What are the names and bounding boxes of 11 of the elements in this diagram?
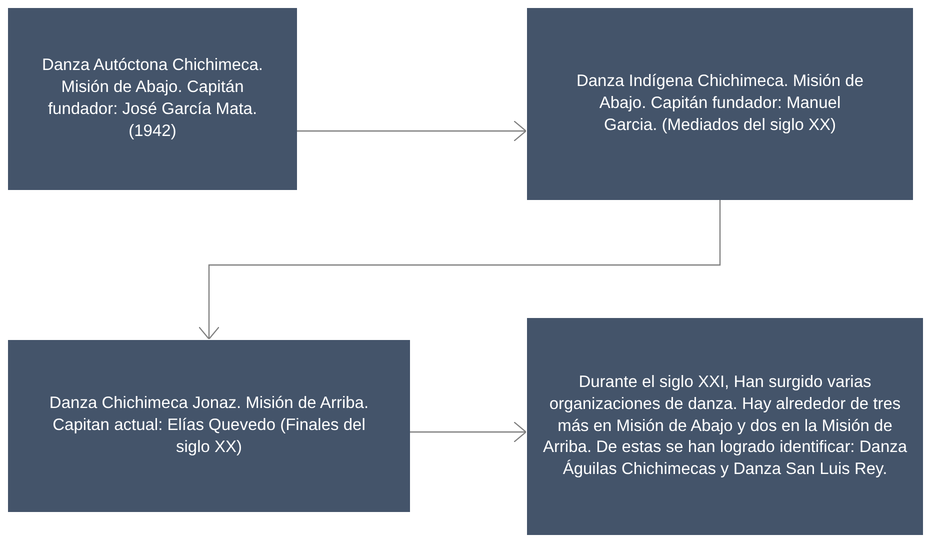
box-text: Danza Autóctona Chichimeca. Misión de Abajo. Capitán fundador: José García Mata. (1942)	[40, 55, 264, 142]
process-box	[8, 340, 410, 512]
arrow	[410, 421, 527, 443]
arrow	[297, 120, 527, 142]
arrow	[198, 200, 721, 340]
box-text: Danza Chichimeca Jonaz. Misión de Arriba. Capitan actual: Elías Quevedo (Finales del siglo XX)	[48, 393, 370, 458]
box-text: Durante el siglo XXI, Han surgido varias organizaciones de danza. Hay alrededor de tres más en Misión de Abajo y dos en la Misión de Arriba. De estas se han logrado identificar: Danza Águilas Chichimecas y Danza San Luis Rey.	[542, 372, 908, 480]
box-text: Danza Indígena Chichimeca. Misión de Abajo. Capitán fundador: Manuel Garcia. (Mediados del siglo XX)	[575, 71, 865, 136]
process-box	[527, 8, 913, 200]
process-box	[527, 318, 923, 535]
process-box	[8, 8, 297, 190]
